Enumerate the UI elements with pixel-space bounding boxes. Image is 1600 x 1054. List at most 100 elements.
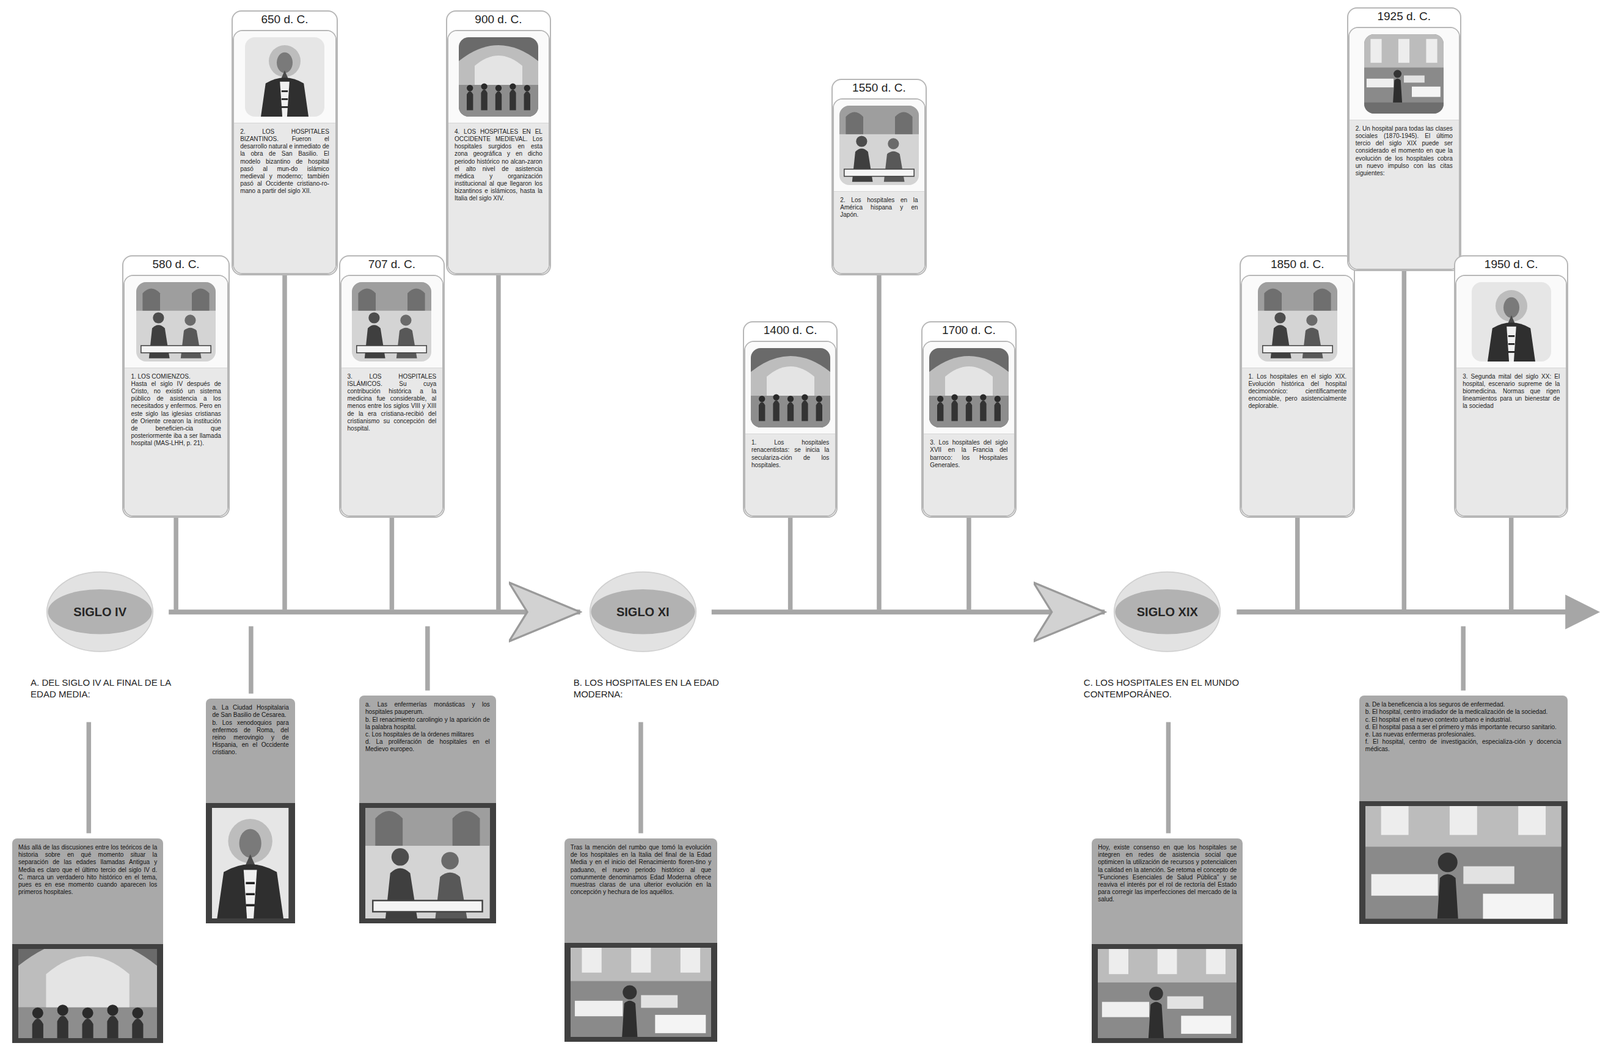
illustration-use — [1471, 282, 1552, 362]
note-text-area: Hoy, existe consenso en que los hospital… — [1091, 838, 1243, 945]
century-label: SIGLO XI — [616, 605, 670, 620]
card-frame: 1. Los hospitales renacentistas: se inic… — [744, 340, 837, 517]
date-heading: 707 d. C. — [340, 256, 445, 275]
picture-area — [341, 276, 443, 368]
timeline-card: 707 d. C. 3. LOS HOSPITALES ISLÁMICOS. Su… — [339, 255, 446, 519]
card-text: 3. Los hospitales del siglo XVII en la F… — [929, 439, 1008, 470]
card-body: 3. LOS HOSPITALES ISLÁMICOS. Su cuya con… — [341, 367, 443, 516]
picture-area — [833, 99, 924, 192]
timeline-arrow — [168, 609, 581, 615]
picture-frame — [1364, 34, 1444, 114]
card-stem — [1508, 515, 1514, 610]
card-body: 2. Los hospitales en la América hispana … — [833, 191, 924, 274]
note-text: e. Las nuevas enfermeras profesionales. — [1365, 731, 1562, 739]
note-text-area: Más allá de las discusiones entre los te… — [12, 838, 164, 945]
date-heading: 1400 d. C. — [744, 322, 837, 341]
illustration — [1364, 34, 1444, 114]
timeline-card: 1400 d. C. 1. Los hospitales renacentista… — [742, 321, 838, 519]
card-body: 2. Un hospital para todas las clases soc… — [1349, 119, 1459, 269]
card-body: 1. Los hospitales en el siglo XIX. Evolu… — [1242, 367, 1353, 516]
card-body: 3. Segunda mital del siglo XX: El hospit… — [1456, 367, 1566, 516]
picture-area — [359, 803, 497, 924]
picture-area — [124, 276, 227, 368]
card-stem — [876, 272, 882, 611]
illustration — [1097, 949, 1237, 1039]
illustration — [570, 948, 712, 1038]
note-text: b. Los xenodoquios para enfermos de Roma… — [211, 719, 289, 757]
picture-area — [1359, 801, 1568, 924]
card-stem — [1295, 515, 1301, 610]
drop-line — [248, 626, 254, 695]
timeline-tail-head — [1565, 595, 1600, 630]
note-text-area: a. La Ciudad Hospitalaria de San Basilio… — [205, 698, 295, 804]
date-heading: 1925 d. C. — [1348, 8, 1461, 27]
card-stem — [1402, 268, 1407, 611]
picture-area — [12, 944, 164, 1044]
section-heading: C. LOS HOSPITALES EN EL MUNDO CONTEMPORÁ… — [1083, 677, 1268, 701]
card-body: 1. Los hospitales renacentistas: se inic… — [745, 433, 836, 516]
note-box: a. Las enfermerías monásticas y los hosp… — [359, 695, 497, 924]
note-text: a. De la beneficencia a los seguros de e… — [1365, 701, 1562, 709]
timeline-tail — [1236, 609, 1572, 615]
picture-frame — [750, 348, 831, 428]
card-frame: 2. Los hospitales en la América hispana … — [832, 98, 925, 275]
card-stem — [173, 515, 179, 610]
picture-frame — [136, 282, 216, 362]
illustration — [18, 949, 158, 1039]
illustration-use — [244, 37, 325, 117]
illustration-use — [750, 348, 831, 428]
picture-frame — [244, 37, 325, 117]
picture-area — [1242, 276, 1353, 368]
card-text: 1. LOS COMIENZOS. — [130, 373, 221, 381]
note-text: b. El hospital, centro irradiador de la … — [1365, 708, 1562, 716]
note-box: Más allá de las discusiones entre los te… — [12, 838, 164, 1044]
picture-area — [1456, 276, 1566, 368]
illustration — [1257, 282, 1338, 362]
picture-area — [564, 943, 718, 1043]
card-frame: 2. Un hospital para todas las clases soc… — [1348, 26, 1461, 271]
date-heading: 1550 d. C. — [832, 80, 925, 99]
note-text-area: a. De la beneficencia a los seguros de e… — [1359, 695, 1568, 802]
card-text: 1. Los hospitales renacentistas: se inic… — [751, 439, 830, 470]
illustration-use — [18, 949, 158, 1039]
picture-frame — [929, 348, 1009, 428]
picture-frame — [1471, 282, 1552, 362]
timeline-card: 1850 d. C.1. Los hospitales en el siglo … — [1239, 255, 1356, 519]
card-text: 4. LOS HOSPITALES EN EL OCCIDENTE MEDIEV… — [454, 128, 543, 203]
picture-area — [448, 31, 549, 123]
picture-area — [745, 342, 836, 434]
note-box: a. La Ciudad Hospitalaria de San Basilio… — [205, 698, 295, 924]
card-body: 1. LOS COMIENZOS.Hasta el siglo IV despu… — [124, 367, 227, 516]
illustration-use — [351, 282, 432, 362]
illustration-use — [929, 348, 1009, 428]
illustration-use — [458, 37, 539, 117]
picture-area — [233, 31, 336, 123]
illustration — [1365, 806, 1562, 919]
card-body: 4. LOS HOSPITALES EN EL OCCIDENTE MEDIEV… — [448, 122, 549, 274]
illustration-use — [570, 948, 712, 1038]
card-text: 3. Segunda mital del siglo XX: El hospit… — [1462, 373, 1560, 411]
illustration — [136, 282, 216, 362]
note-text: a. Las enfermerías monásticas y los hosp… — [365, 701, 490, 716]
illustration-use — [1257, 282, 1338, 362]
note-text: Hoy, existe consenso en que los hospital… — [1097, 844, 1237, 905]
century-oval: SIGLO XI — [588, 571, 698, 654]
picture-area — [1349, 28, 1459, 120]
section-heading: A. DEL SIGLO IV AL FINAL DE LA EDAD MEDI… — [30, 677, 189, 701]
date-heading: 1700 d. C. — [922, 322, 1015, 341]
note-text: Más allá de las discusiones entre los te… — [18, 844, 158, 897]
illustration-use — [211, 808, 289, 919]
century-label: SIGLO XIX — [1136, 605, 1199, 620]
timeline-card: 900 d. C. 4. LOS HOSPITALES EN EL OCCIDEN… — [445, 10, 552, 276]
date-heading: 900 d. C. — [447, 11, 550, 30]
illustration — [839, 105, 919, 186]
card-text: 2. Los hospitales en la América hispana … — [840, 196, 918, 220]
card-text: 3. LOS HOSPITALES ISLÁMICOS. Su cuya con… — [347, 373, 437, 434]
card-stem — [496, 272, 501, 611]
note-text: d. El hospital pasa a ser el primero y m… — [1365, 723, 1562, 732]
illustration — [365, 808, 490, 919]
card-frame: 3. Segunda mital del siglo XX: El hospit… — [1455, 274, 1568, 517]
card-stem — [389, 515, 395, 610]
timeline-card: 650 d. C.2. LOS HOSPITALES BIZANTINOS. F… — [231, 10, 338, 276]
